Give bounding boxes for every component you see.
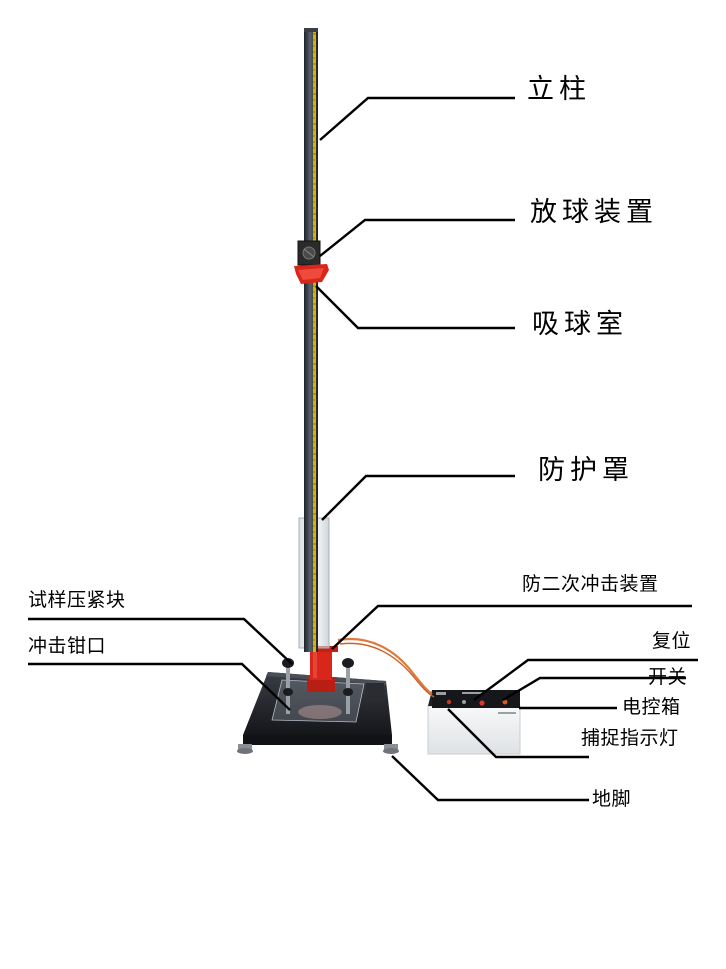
leader-impact-jaw xyxy=(28,662,291,711)
label-suction-chamber: 吸球室 xyxy=(532,309,628,340)
label-reset: 复位 xyxy=(652,630,692,652)
leader-shield xyxy=(321,474,515,521)
leader-reset xyxy=(473,658,698,701)
label-control-box: 电控箱 xyxy=(622,696,681,718)
leveling-feet xyxy=(237,744,399,754)
label-specimen-clamp: 试样压紧块 xyxy=(28,589,126,611)
leader-feet xyxy=(391,755,589,802)
label-anti-rebound: 防二次冲击装置 xyxy=(522,573,659,595)
label-shield: 防护罩 xyxy=(538,455,634,486)
leader-ball-release xyxy=(319,218,515,257)
control-cable xyxy=(337,637,433,695)
label-switch: 开关 xyxy=(648,666,688,688)
leader-lines xyxy=(28,96,698,802)
leader-capture-light xyxy=(447,708,589,759)
ball-release-device xyxy=(297,240,321,266)
suction-chamber xyxy=(294,264,329,284)
leader-suction-chamber xyxy=(315,285,515,330)
impact-jaw-unit xyxy=(304,646,338,692)
column-scale xyxy=(313,30,316,652)
leader-anti-rebound xyxy=(331,604,692,650)
label-column: 立柱 xyxy=(527,74,591,105)
label-ball-release: 放球装置 xyxy=(530,197,658,228)
reset-knob xyxy=(462,700,466,704)
specimen-clamp-knobs xyxy=(282,658,354,714)
reset-button xyxy=(479,700,485,706)
base-platform xyxy=(237,658,399,754)
leader-specimen-clamp xyxy=(28,617,293,665)
label-feet: 地脚 xyxy=(592,788,632,810)
leader-switch xyxy=(502,676,686,702)
label-capture-light: 捕捉指示灯 xyxy=(581,727,679,749)
capture-indicator-light xyxy=(446,699,452,705)
label-impact-jaw: 冲击钳口 xyxy=(28,635,107,657)
column xyxy=(304,28,318,652)
leader-column xyxy=(319,96,515,141)
